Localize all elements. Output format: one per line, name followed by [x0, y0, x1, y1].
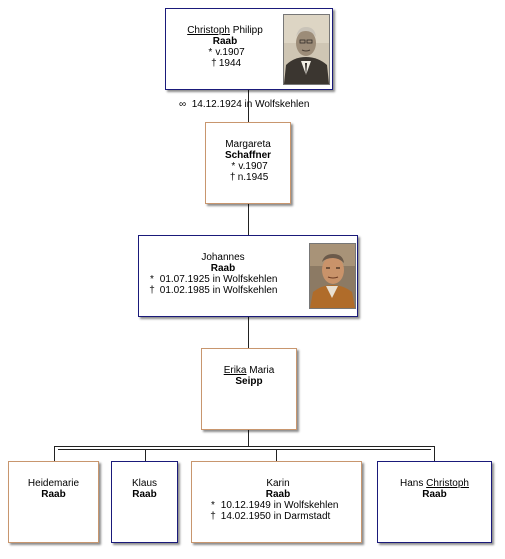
death-date: n.1945 — [237, 172, 269, 183]
given-name: Maria — [249, 365, 275, 376]
death-event: † 14.02.1950 in Darmstadt — [208, 511, 358, 522]
death-symbol: † — [211, 58, 217, 69]
marriage-text: 14.12.1924 in Wolfskehlen — [191, 99, 310, 110]
person-box-heidemarie-raab[interactable]: Heidemarie Raab — [8, 461, 99, 543]
person-info: Erika Maria Seipp — [202, 365, 296, 387]
person-box-klaus-raab[interactable]: Klaus Raab — [111, 461, 178, 543]
person-surname: Raab — [265, 489, 291, 500]
birth-date: 10.12.1949 in Wolfskehlen — [220, 500, 339, 511]
portrait-old-man-icon — [284, 15, 329, 84]
connector-line — [145, 449, 146, 461]
death-date: 01.02.1985 in Wolfskehlen — [159, 285, 278, 296]
connector-line — [54, 446, 55, 461]
portrait-photo — [309, 243, 356, 309]
birth-symbol: * — [150, 274, 154, 285]
person-info: Karin Raab * 10.12.1949 in Wolfskehlen †… — [208, 478, 358, 522]
person-box-erika-maria-seipp[interactable]: Erika Maria Seipp — [201, 348, 297, 430]
connector-line — [434, 446, 435, 461]
person-surname: Seipp — [235, 376, 263, 387]
death-event: † 01.02.1985 in Wolfskehlen — [147, 285, 299, 296]
birth-event: * 10.12.1949 in Wolfskehlen — [208, 500, 358, 511]
death-event: †1944 — [172, 58, 278, 69]
birth-event: *v.1907 — [172, 47, 278, 58]
sibling-bar — [58, 449, 431, 450]
person-given-name: Karin — [266, 478, 290, 489]
person-box-hans-christoph-raab[interactable]: Hans Christoph Raab — [377, 461, 492, 543]
person-info: Hans Christoph Raab — [378, 478, 491, 500]
connector-line — [248, 317, 249, 348]
connector-line — [248, 430, 249, 446]
given-name: Philipp — [232, 25, 263, 36]
portrait-man-icon — [310, 244, 355, 308]
birth-event: *v.1907 — [206, 161, 290, 172]
person-box-christoph-philipp-raab[interactable]: Christoph Philipp Raab *v.1907 †1944 — [165, 8, 333, 90]
marriage-icon: ∞ — [179, 99, 187, 110]
person-given-name: Hans Christoph — [378, 478, 491, 489]
birth-date: v.1907 — [238, 161, 268, 172]
call-name: Erika — [223, 365, 247, 376]
death-symbol: † — [229, 172, 236, 183]
death-date: 14.02.1950 in Darmstadt — [220, 511, 331, 522]
birth-symbol: * — [208, 47, 213, 58]
birth-event: * 01.07.1925 in Wolfskehlen — [147, 274, 299, 285]
birth-symbol: * — [211, 500, 215, 511]
connector-line — [248, 90, 249, 122]
person-given-name: Christoph Philipp — [172, 25, 278, 36]
portrait-photo — [283, 14, 330, 85]
death-symbol: † — [149, 285, 155, 296]
given-name: Hans — [400, 478, 424, 489]
person-given-name: Heidemarie — [27, 478, 80, 489]
birth-date: 01.07.1925 in Wolfskehlen — [159, 274, 278, 285]
person-info: Christoph Philipp Raab *v.1907 †1944 — [172, 25, 278, 69]
call-name: Christoph — [187, 25, 230, 36]
marriage-info: ∞ 14.12.1924 in Wolfskehlen — [179, 99, 309, 110]
person-info: Heidemarie Raab — [9, 478, 98, 500]
person-surname: Raab — [210, 263, 236, 274]
person-box-karin-raab[interactable]: Karin Raab * 10.12.1949 in Wolfskehlen †… — [191, 461, 362, 543]
person-given-name: Margareta — [225, 139, 271, 150]
person-info: Johannes Raab * 01.07.1925 in Wolfskehle… — [147, 252, 299, 296]
person-given-name: Johannes — [201, 252, 245, 263]
person-box-margareta-schaffner[interactable]: Margareta Schaffner *v.1907 †n.1945 — [205, 122, 291, 204]
person-surname: Raab — [212, 36, 238, 47]
person-info: Margareta Schaffner *v.1907 †n.1945 — [206, 139, 290, 183]
death-symbol: † — [210, 511, 216, 522]
person-surname: Raab — [41, 489, 66, 500]
person-surname: Schaffner — [224, 150, 272, 161]
person-surname: Raab — [422, 489, 447, 500]
connector-line — [248, 204, 249, 235]
person-info: Klaus Raab — [112, 478, 177, 500]
person-given-name: Erika Maria — [202, 365, 296, 376]
birth-date: v.1907 — [215, 47, 245, 58]
death-event: †n.1945 — [206, 172, 290, 183]
death-date: 1944 — [218, 58, 242, 69]
person-surname: Raab — [132, 489, 157, 500]
call-name: Christoph — [426, 478, 469, 489]
connector-line — [276, 449, 277, 461]
sibling-bar — [54, 446, 435, 447]
person-given-name: Klaus — [131, 478, 157, 489]
birth-symbol: * — [231, 161, 236, 172]
person-box-johannes-raab[interactable]: Johannes Raab * 01.07.1925 in Wolfskehle… — [138, 235, 358, 317]
